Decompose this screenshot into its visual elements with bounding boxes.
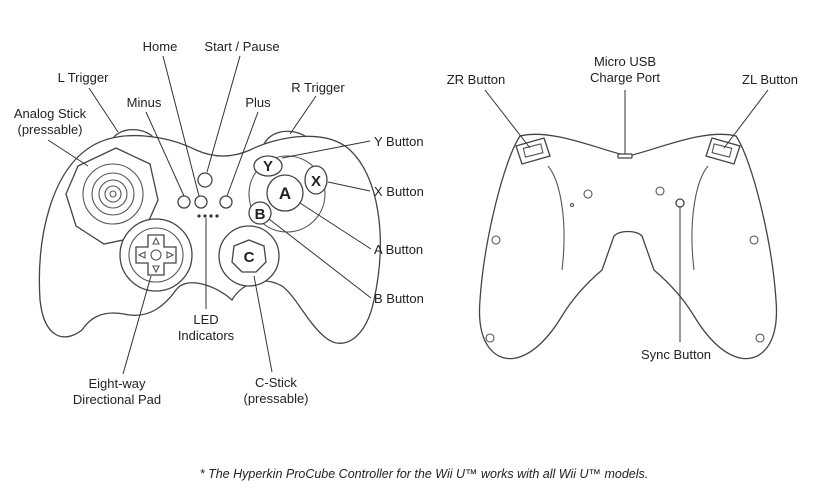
x-button: X [304,165,328,195]
label-b-button: B Button [374,291,424,306]
label-start-pause: Start / Pause [204,39,279,54]
zl-button [705,137,741,165]
b-letter: B [255,206,266,223]
label-cstick-line1: C-Stick [255,375,297,390]
minus-button [177,195,191,209]
led-indicators [197,214,219,218]
micro-usb-port [617,153,633,159]
sync-button [675,198,685,208]
x-letter: X [311,173,321,190]
back-screw-holes [485,186,765,343]
front-controller: Y X A B C [14,39,424,407]
y-button: Y [253,155,283,177]
back-grip-inner-right [691,165,709,271]
label-analog-stick-line1: Analog Stick [14,106,87,121]
label-y-button: Y Button [374,134,424,149]
label-sync-button: Sync Button [641,347,711,362]
label-l-trigger: L Trigger [58,70,109,85]
label-led-line2: Indicators [178,328,235,343]
label-dpad-line1: Eight-way [88,376,146,391]
start-pause-button [197,172,213,188]
c-stick: C [218,225,280,287]
back-body-outline [478,133,778,360]
label-r-trigger: R Trigger [291,80,345,95]
back-leader-lines [484,89,769,342]
label-led-line1: LED [193,312,218,327]
label-zl-button: ZL Button [742,72,798,87]
label-zr-button: ZR Button [447,72,506,87]
label-home: Home [143,39,178,54]
footnote: * The Hyperkin ProCube Controller for th… [200,467,649,481]
label-dpad-line2: Directional Pad [73,392,161,407]
label-minus: Minus [127,95,162,110]
front-leader-lines [47,55,372,375]
label-usb-line1: Micro USB [594,54,656,69]
c-letter: C [244,249,255,266]
face-button-housing [248,155,326,233]
a-button: A [266,174,304,212]
label-usb-line2: Charge Port [590,70,660,85]
home-button [194,195,208,209]
plus-button [219,195,233,209]
label-a-button: A Button [374,242,423,257]
a-letter: A [279,184,291,203]
y-letter: Y [263,158,273,175]
back-controller: ZR Button ZL Button Micro USB Charge Por… [447,54,798,362]
dpad [119,218,193,292]
zr-button [515,137,551,165]
label-plus: Plus [245,95,271,110]
label-analog-stick-line2: (pressable) [17,122,82,137]
b-button: B [248,201,272,225]
label-x-button: X Button [374,184,424,199]
label-cstick-line2: (pressable) [243,391,308,406]
back-grip-inner [547,165,565,271]
